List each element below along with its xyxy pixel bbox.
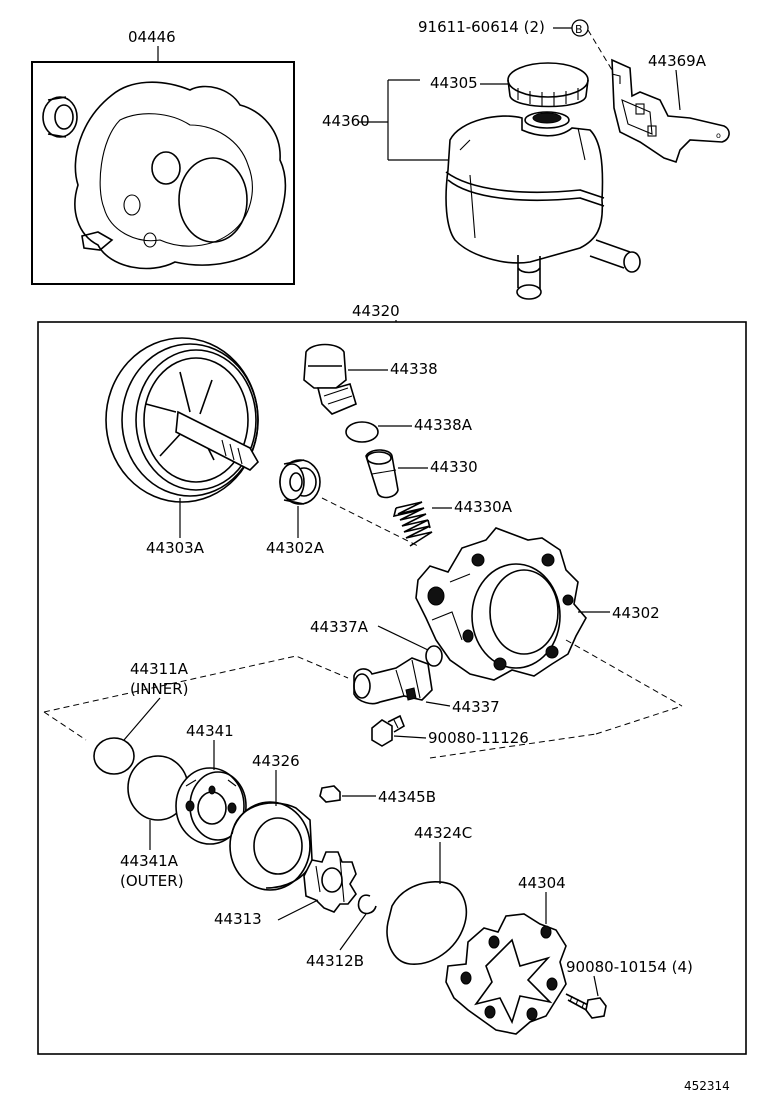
ref-b-letter: B: [575, 23, 583, 36]
valve-o-ring-drawing: [345, 421, 379, 443]
gasket-kit-frame: [31, 61, 295, 285]
label-44338: 44338: [390, 360, 438, 378]
kit-gasket-drawing: [74, 81, 287, 270]
label-44341A: 44341A: [120, 852, 179, 870]
suction-port-drawing: [353, 657, 433, 705]
pump-housing-drawing: [415, 527, 587, 681]
cover-bolt-drawing: [565, 993, 607, 1019]
reservoir-tank-drawing: [445, 115, 641, 300]
label-44305: 44305: [430, 74, 478, 92]
suction-bolt-drawing: [371, 714, 405, 747]
rear-cover-drawing: [445, 913, 567, 1035]
vane-drawing: [319, 785, 341, 803]
label-44302: 44302: [612, 604, 660, 622]
side-plate-drawing: [175, 767, 247, 845]
svg-text:o: o: [716, 131, 721, 140]
kit-oil-seal-drawing: [42, 96, 78, 138]
valve-spring-drawing: [392, 501, 433, 547]
reservoir-cap-drawing: [507, 62, 589, 129]
ref-b-circle: [571, 19, 589, 37]
label-44337A: 44337A: [310, 618, 369, 636]
label-outer: (OUTER): [120, 872, 184, 890]
pump-assembly-frame: [37, 321, 747, 1055]
label-90080-11126: 90080-11126: [428, 729, 529, 747]
gasket-kit-group: 04446: [31, 28, 295, 285]
label-44330A: 44330A: [454, 498, 513, 516]
reservoir-bracket-drawing: o: [611, 58, 730, 164]
label-44330: 44330: [430, 458, 478, 476]
label-44311A: 44311A: [130, 660, 189, 678]
label-44302A: 44302A: [266, 539, 325, 557]
label-04446: 04446: [128, 28, 176, 46]
label-44313: 44313: [214, 910, 262, 928]
flow-valve-drawing: [365, 449, 399, 499]
reservoir-group: 91611-60614 (2) B 44305 44360 44369A: [322, 18, 730, 300]
rotor-drawing: [303, 851, 357, 913]
label-44326: 44326: [252, 752, 300, 770]
label-44303A: 44303A: [146, 539, 205, 557]
label-44360: 44360: [322, 112, 370, 130]
label-44345B: 44345B: [378, 788, 436, 806]
pulley-shaft-drawing: [105, 337, 259, 503]
oil-seal-drawing: [279, 459, 321, 505]
pump-assembly-group: 44320 44303A 44302A: [37, 302, 747, 1055]
label-44338A: 44338A: [414, 416, 473, 434]
inner-o-ring-drawing: [93, 737, 135, 775]
label-91611-60614: 91611-60614 (2): [418, 18, 545, 36]
gasket-drawing: [386, 881, 468, 965]
label-44341: 44341: [186, 722, 234, 740]
snap-ring-drawing: [357, 894, 377, 915]
union-o-ring-drawing: [425, 645, 443, 667]
figure-number: 452314: [684, 1079, 730, 1093]
label-inner: (INNER): [130, 680, 188, 698]
label-44312B: 44312B: [306, 952, 364, 970]
label-90080-10154: 90080-10154 (4): [566, 958, 693, 976]
control-valve-drawing: [303, 343, 357, 415]
label-44369A: 44369A: [648, 52, 707, 70]
label-44320: 44320: [352, 302, 400, 320]
cam-ring-drawing: [229, 801, 313, 891]
label-44304: 44304: [518, 874, 566, 892]
label-44337: 44337: [452, 698, 500, 716]
label-44324C: 44324C: [414, 824, 472, 842]
